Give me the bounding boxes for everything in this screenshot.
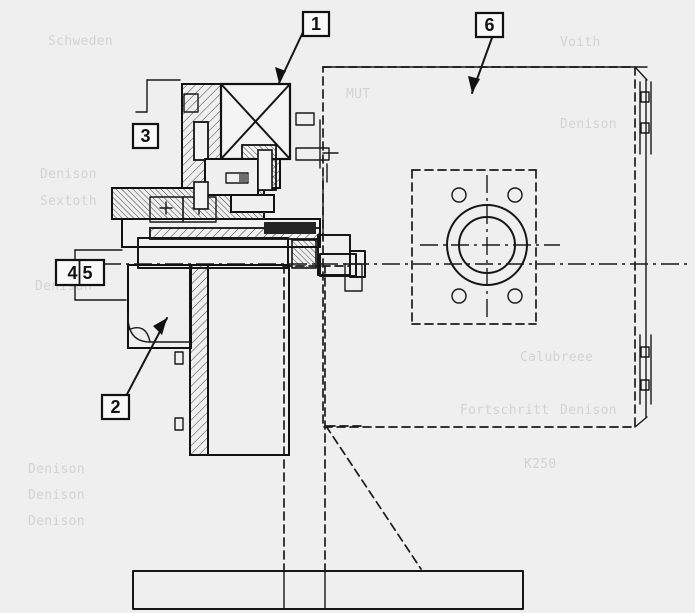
- dimension-markers: [74, 79, 181, 301]
- ghost-text: Voith: [560, 35, 601, 50]
- base-plate: [132, 570, 524, 610]
- ghost-text: Fortschritt: [460, 403, 549, 418]
- callout-6: 6: [474, 11, 505, 39]
- callout-text: 1: [311, 14, 321, 34]
- ghost-text: Denison: [28, 514, 85, 529]
- callout-3: 3: [131, 122, 160, 150]
- ghost-text: MUT: [346, 87, 370, 102]
- ghost-text: Calubreee: [520, 350, 593, 365]
- ghost-text: Denison: [40, 167, 97, 182]
- ghost-text: Denison: [560, 117, 617, 132]
- callout-1: 1: [301, 10, 331, 38]
- callout-4-5: 4 5: [54, 258, 106, 287]
- ghost-text: Schweden: [48, 34, 113, 49]
- ghost-text: K250: [524, 457, 557, 472]
- callout-text: 2: [110, 397, 120, 417]
- callout-text: 3: [140, 126, 150, 146]
- leader-lines: [123, 29, 494, 401]
- ghost-text: Denison: [560, 403, 617, 418]
- main-housing: [322, 66, 652, 428]
- ghost-text: Denison: [28, 488, 85, 503]
- callout-text: 6: [484, 15, 494, 35]
- callout-text: 4 5: [67, 263, 92, 283]
- callout-2: 2: [100, 393, 131, 421]
- motor-block: [127, 264, 290, 456]
- ghost-text: Sextoth: [40, 194, 97, 209]
- support-frame: [282, 265, 422, 573]
- ghost-text: Denison: [28, 462, 85, 477]
- callout-labels: 1 2 3 4 5 6: [54, 10, 505, 421]
- machine-drawing: 1 2 3 4 5 6: [54, 10, 690, 610]
- ghost-text-layer: Schweden Voith MUT Denison Denison Sexto…: [28, 34, 617, 529]
- brake-assembly: [181, 82, 339, 240]
